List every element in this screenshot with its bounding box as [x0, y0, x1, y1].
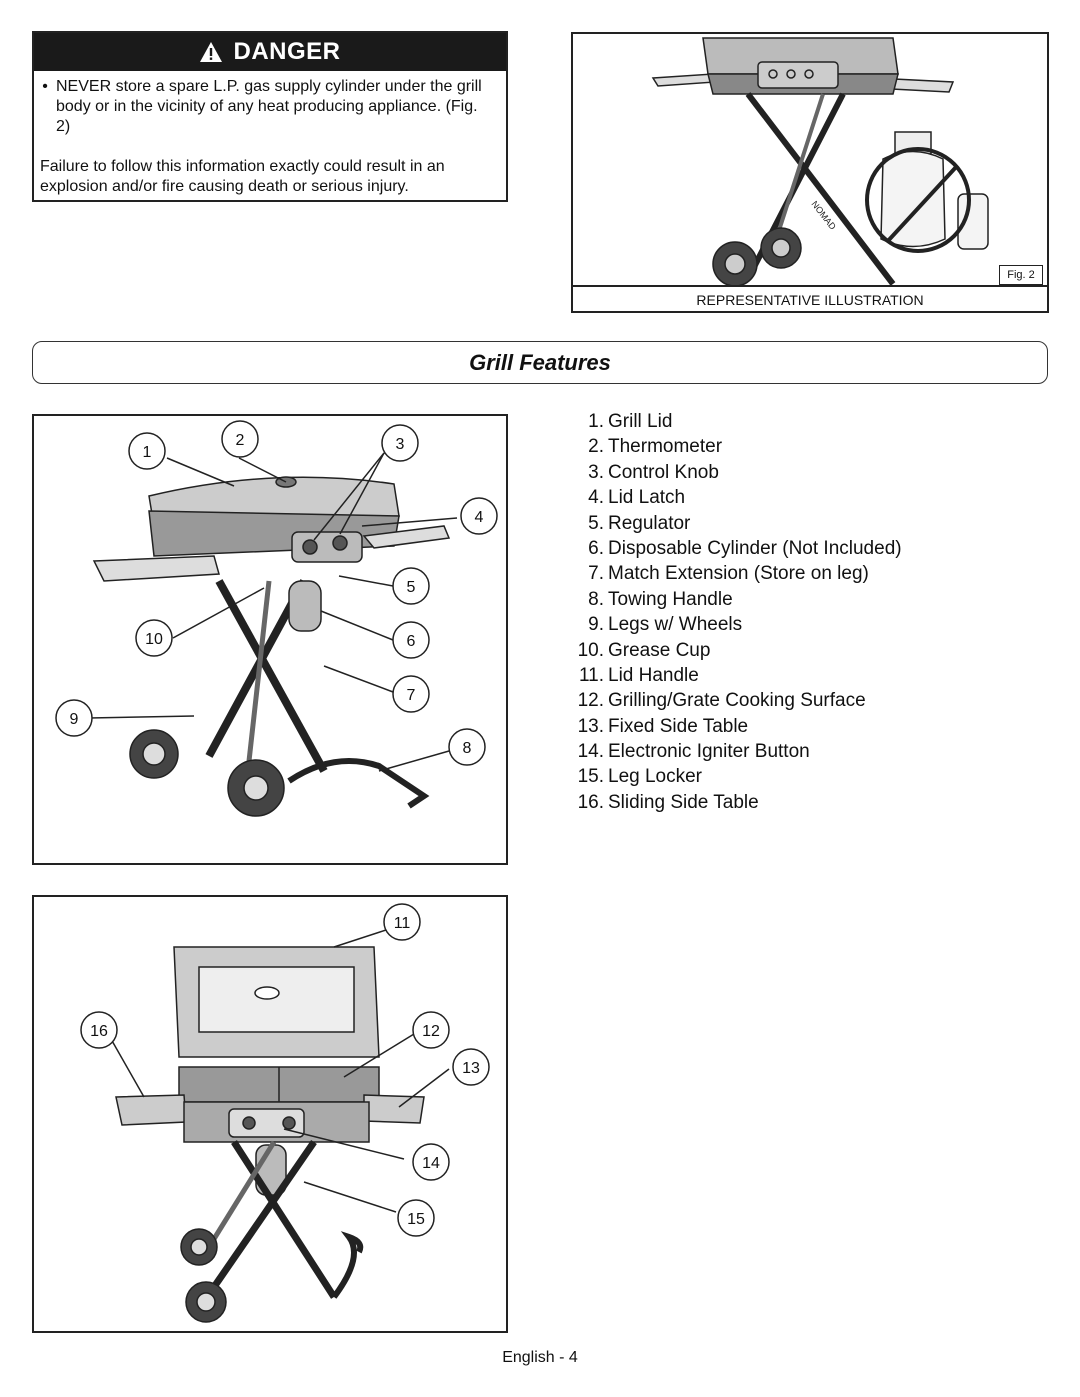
feature-label: Fixed Side Table	[608, 715, 749, 737]
feature-number: 11.	[578, 664, 604, 686]
danger-title: DANGER	[233, 38, 341, 65]
callout-4: 4	[475, 509, 484, 526]
danger-bullet-text: NEVER store a spare L.P. gas supply cyli…	[56, 78, 482, 135]
feature-label: Grill Lid	[608, 411, 673, 432]
list-item: 5.Regulator	[552, 511, 902, 536]
callout-8: 8	[463, 740, 472, 757]
list-item: 15.Leg Locker	[552, 764, 902, 789]
list-item: 9.Legs w/ Wheels	[552, 612, 902, 637]
feature-number: 3.	[588, 461, 604, 483]
grill-features-figure-bottom: 11 12 13 14 15 16	[32, 895, 508, 1333]
feature-label: Disposable Cylinder (Not Included)	[608, 537, 902, 559]
grill-illustration-top: 1 2 3 4 5 6 7 8 9 10	[55, 420, 498, 817]
callout-10: 10	[145, 631, 163, 648]
feature-label: Lid Latch	[608, 487, 686, 509]
fig2-illustration: NOMAD	[573, 34, 1047, 287]
feature-number: 6.	[588, 537, 604, 559]
feature-label: Regulator	[608, 512, 691, 534]
list-item: 6.Disposable Cylinder (Not Included)	[552, 536, 902, 561]
grill-features-figure-top: 1 2 3 4 5 6 7 8 9 10	[32, 414, 508, 865]
list-item: 2.Thermometer	[552, 434, 902, 459]
feature-label: Legs w/ Wheels	[608, 614, 743, 636]
list-item: 3.Control Knob	[552, 460, 902, 485]
callout-7: 7	[407, 687, 416, 704]
feature-label: Electronic Igniter Button	[608, 741, 810, 763]
warning-icon	[200, 42, 223, 62]
list-item: 13.Fixed Side Table	[552, 714, 902, 739]
danger-box: DANGER • NEVER store a spare L.P. gas su…	[32, 31, 508, 202]
callout-2: 2	[236, 432, 245, 449]
feature-number: 15.	[577, 766, 604, 788]
list-item: 14.Electronic Igniter Button	[552, 739, 902, 764]
feature-label: Lid Handle	[608, 664, 699, 686]
page-footer: English - 4	[502, 1349, 578, 1366]
feature-label: Leg Locker	[608, 766, 703, 788]
feature-number: 12.	[577, 690, 604, 712]
feature-number: 9.	[588, 614, 604, 636]
callout-12: 12	[422, 1023, 440, 1040]
fig2-label: Fig. 2	[999, 265, 1043, 285]
feature-number: 4.	[588, 487, 604, 509]
list-item: 12.Grilling/Grate Cooking Surface	[552, 688, 902, 713]
feature-number: 8.	[588, 588, 604, 610]
feature-number: 13.	[577, 715, 604, 737]
list-item: 8.Towing Handle	[552, 587, 902, 612]
feature-label: Towing Handle	[608, 588, 733, 610]
danger-failure-text: Failure to follow this information exact…	[40, 158, 445, 195]
feature-number: 10.	[577, 639, 604, 661]
list-item: 1.Grill Lid	[552, 409, 902, 434]
callout-9: 9	[70, 711, 79, 728]
bullet-icon: •	[42, 78, 48, 95]
callout-13: 13	[462, 1060, 480, 1077]
list-item: 11.Lid Handle	[552, 663, 902, 688]
feature-label: Match Extension (Store on leg)	[608, 563, 869, 585]
list-item: 4.Lid Latch	[552, 485, 902, 510]
callout-11: 11	[394, 915, 411, 932]
list-item: 7.Match Extension (Store on leg)	[552, 561, 902, 586]
fig2-caption: REPRESENTATIVE ILLUSTRATION	[696, 292, 924, 308]
section-header: Grill Features	[32, 341, 1048, 384]
callout-5: 5	[407, 579, 416, 596]
feature-number: 2.	[588, 436, 604, 458]
callout-3: 3	[396, 436, 405, 453]
feature-number: 5.	[588, 512, 604, 534]
feature-number: 16.	[577, 791, 604, 813]
danger-header: DANGER	[34, 33, 506, 71]
danger-bullet: • NEVER store a spare L.P. gas supply cy…	[40, 77, 496, 137]
feature-label: Grease Cup	[608, 639, 711, 661]
section-title: Grill Features	[469, 349, 611, 375]
callout-6: 6	[407, 633, 416, 650]
callout-16: 16	[90, 1023, 108, 1040]
callout-1: 1	[143, 444, 152, 461]
feature-label: Grilling/Grate Cooking Surface	[608, 690, 866, 712]
feature-list: 1.Grill Lid 2.Thermometer 3.Control Knob…	[552, 409, 902, 815]
feature-number: 7.	[588, 563, 604, 585]
feature-number: 1.	[588, 411, 604, 432]
feature-label: Control Knob	[608, 461, 719, 483]
figure-2: NOMAD Fig. 2 REPRESENTATIVE ILLUSTRATION	[571, 32, 1049, 313]
feature-label: Sliding Side Table	[608, 791, 759, 813]
list-item: 10.Grease Cup	[552, 638, 902, 663]
callout-14: 14	[422, 1155, 440, 1172]
danger-body: • NEVER store a spare L.P. gas supply cy…	[34, 71, 506, 197]
list-item: 16.Sliding Side Table	[552, 790, 902, 815]
callout-15: 15	[407, 1211, 425, 1228]
feature-label: Thermometer	[608, 436, 723, 458]
feature-number: 14.	[577, 741, 604, 763]
grill-illustration-bottom: 11 12 13 14 15 16	[80, 903, 490, 1323]
